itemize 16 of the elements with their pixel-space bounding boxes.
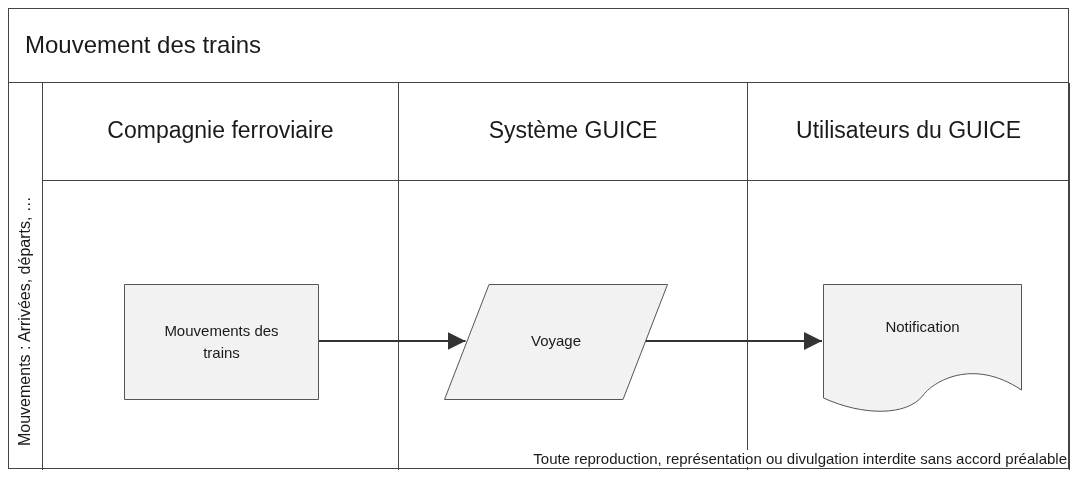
shape-label: Notification [884,317,961,337]
data-parallelogram [444,284,668,400]
process-box [124,284,319,400]
arrow [317,332,467,350]
column-header: Compagnie ferroviaire [106,117,335,144]
pool-frame [8,8,1069,469]
shape-label: Voyage [529,331,582,351]
copyright-notice: Toute reproduction, représentation ou divulgation interdite sans accord préalable [533,450,1067,467]
pool-title: Mouvement des trains [25,31,262,59]
arrow [643,332,823,350]
shape-label: Mouvements des trains [163,321,280,363]
lane-label: Mouvements : Arrivées, départs, … [16,196,34,446]
swimlane-column [43,83,399,470]
document-shape [823,284,1022,412]
column-header: Utilisateurs du GUICE [795,117,1022,144]
column-header: Système GUICE [487,117,659,144]
